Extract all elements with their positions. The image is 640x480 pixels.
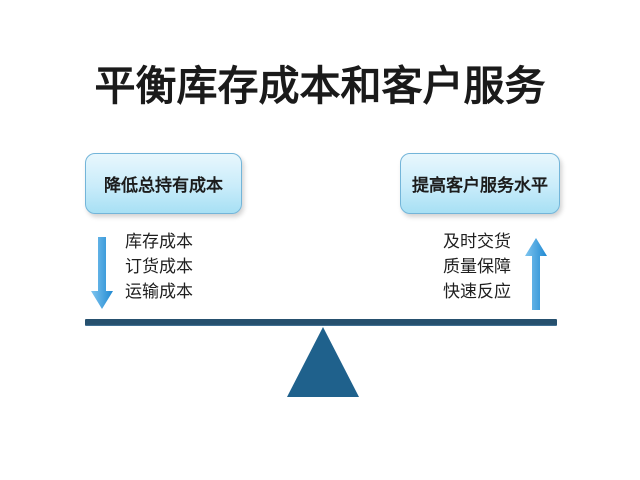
left-goal-box: 降低总持有成本 [85, 153, 242, 214]
right-goal-box: 提高客户服务水平 [400, 153, 560, 214]
right-goal-label: 提高客户服务水平 [412, 176, 548, 195]
slide-title: 平衡库存成本和客户服务 [94, 63, 546, 109]
left-goal-label: 降低总持有成本 [104, 176, 223, 195]
right-service-list: 及时交货 质量保障 快速反应 [443, 229, 511, 304]
left-cost-list: 库存成本 订货成本 运输成本 [125, 229, 193, 304]
fulcrum-triangle-icon [287, 327, 359, 397]
list-item: 库存成本 [125, 232, 193, 251]
down-arrow-icon [91, 237, 113, 309]
list-item: 订货成本 [125, 257, 193, 276]
list-item: 快速反应 [443, 282, 511, 301]
list-item: 及时交货 [443, 232, 511, 251]
up-arrow-icon [525, 238, 547, 310]
list-item: 质量保障 [443, 257, 511, 276]
list-item: 运输成本 [125, 282, 193, 301]
balance-beam-icon [85, 319, 557, 326]
